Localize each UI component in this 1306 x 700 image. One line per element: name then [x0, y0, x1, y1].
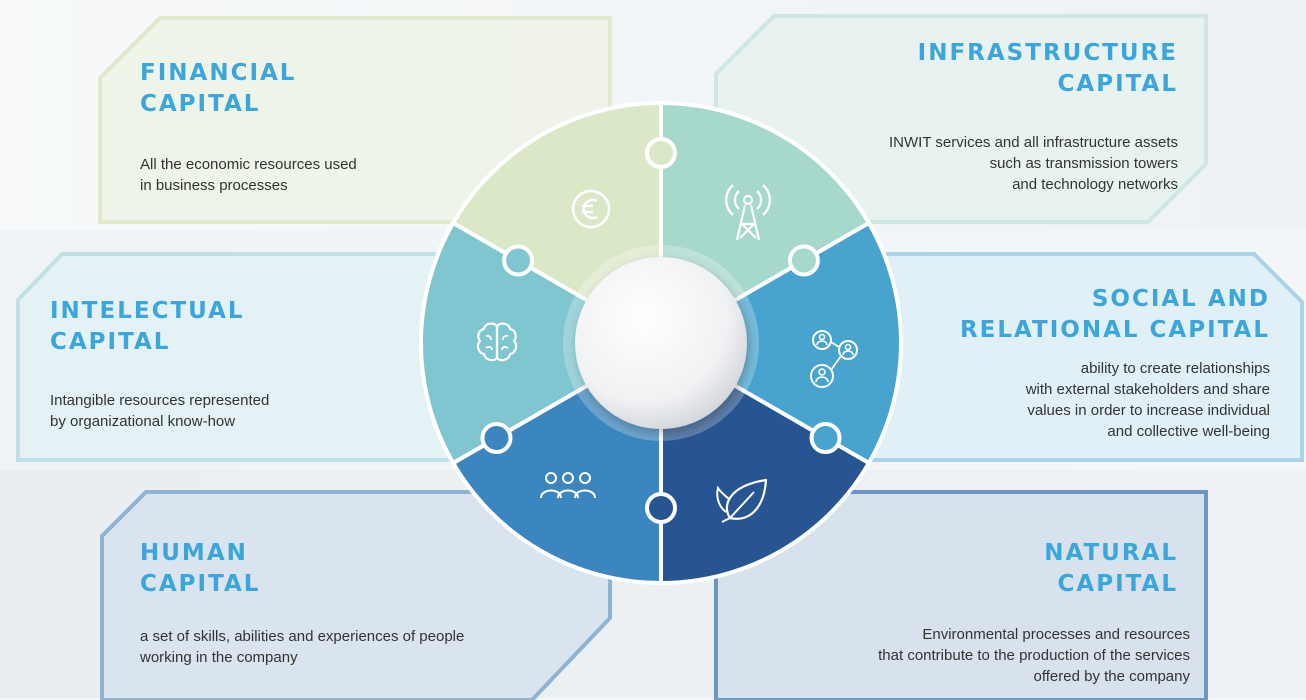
puzzle-tab	[787, 244, 820, 277]
human-title: HUMAN CAPITAL	[140, 540, 261, 597]
center-hub	[575, 257, 747, 429]
intellectual-desc: Intangible resources represented by orga…	[50, 392, 270, 430]
brain-icon	[476, 322, 518, 362]
group-people-icon	[540, 472, 596, 499]
human-card-frame	[100, 490, 612, 700]
human-desc: a set of skills, abilities and experienc…	[140, 628, 465, 666]
puzzle-tab	[645, 137, 677, 169]
leaf-icon	[716, 478, 768, 523]
puzzle-tab	[502, 244, 535, 277]
social-desc: ability to create relationships with ext…	[1025, 360, 1270, 440]
puzzle-tab	[645, 492, 677, 524]
euro-coin-icon	[571, 189, 611, 229]
social-title: SOCIAL AND RELATIONAL CAPITAL	[959, 286, 1270, 343]
people-network-icon	[810, 330, 858, 388]
infrastructure-capital-card: INFRASTRUCTURE CAPITAL INWIT services an…	[712, 14, 1212, 224]
financial-title: FINANCIAL CAPITAL	[140, 60, 297, 117]
infrastructure-title: INFRASTRUCTURE CAPITAL	[917, 40, 1178, 97]
puzzle-tab	[809, 422, 842, 454]
natural-card-frame	[714, 490, 1208, 700]
social-relational-capital-card: SOCIAL AND RELATIONAL CAPITAL ability to…	[820, 252, 1304, 464]
natural-desc: Environmental processes and resources th…	[878, 626, 1190, 685]
financial-desc: All the economic resources used in busin…	[140, 156, 357, 194]
natural-title: NATURAL CAPITAL	[1044, 540, 1178, 597]
natural-capital-card: NATURAL CAPITAL Environmental processes …	[712, 490, 1212, 700]
infrastructure-desc: INWIT services and all infrastructure as…	[889, 134, 1178, 193]
puzzle-tab	[480, 422, 513, 454]
intellectual-title: INTELECTUAL CAPITAL	[50, 298, 245, 355]
transmission-tower-icon	[725, 184, 771, 241]
intellectual-capital-card: INTELECTUAL CAPITAL Intangible resources…	[14, 252, 484, 464]
human-capital-card: HUMAN CAPITAL a set of skills, abilities…	[96, 490, 616, 700]
